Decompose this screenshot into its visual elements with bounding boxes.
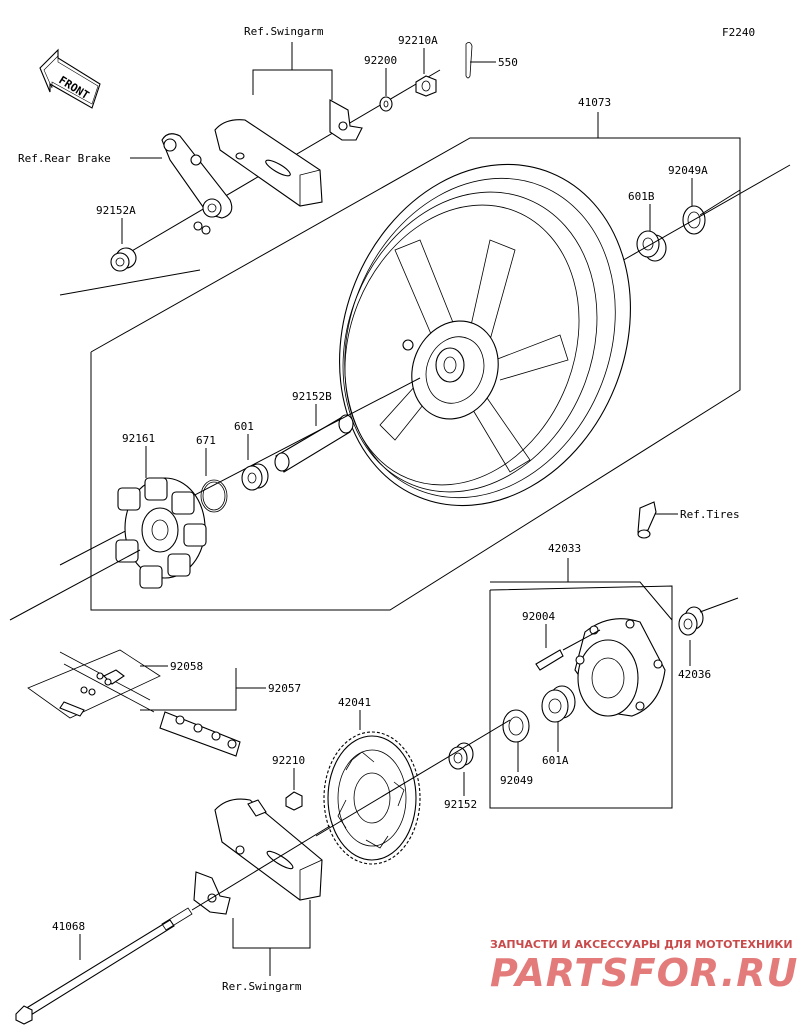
label-42033: 42033 — [548, 542, 581, 555]
chain-adjuster — [329, 99, 363, 141]
label-92152a: 92152A — [96, 204, 136, 217]
label-42041: 42041 — [338, 696, 371, 709]
swingarm-upper — [214, 119, 323, 207]
label-92210: 92210 — [272, 754, 305, 767]
brake-caliper-bracket — [161, 133, 233, 235]
label-92049: 92049 — [500, 774, 533, 787]
label-601a: 601A — [542, 754, 569, 767]
oil-seal-92049 — [502, 709, 530, 743]
ref-rear-brake-label: Ref.Rear Brake — [18, 152, 111, 165]
collar-92152b — [274, 414, 354, 473]
label-41068: 41068 — [52, 920, 85, 933]
label-92049a: 92049A — [668, 164, 708, 177]
collar-92152 — [448, 742, 474, 770]
label-92152: 92152 — [444, 798, 477, 811]
label-92210a: 92210A — [398, 34, 438, 47]
ref-swingarm-label: Ref.Swingarm — [244, 25, 324, 38]
stud-92004 — [535, 649, 564, 671]
nut-92210a — [415, 75, 437, 97]
label-671: 671 — [196, 434, 216, 447]
rear-axle-41068 — [15, 907, 193, 1025]
rear-sprocket-42041 — [323, 731, 421, 865]
collar-42036 — [678, 606, 704, 636]
label-601: 601 — [234, 420, 254, 433]
collar-92152a — [110, 247, 137, 272]
swingarm-lower — [214, 798, 323, 901]
figure-code: F2240 — [722, 26, 755, 39]
bearing-601a — [541, 685, 576, 723]
label-41073: 41073 — [578, 96, 611, 109]
cotter-pin-550 — [465, 42, 473, 79]
chain-adjuster-lower — [193, 871, 231, 915]
wheel-group-frame — [90, 137, 741, 611]
bearing-601b — [636, 230, 667, 262]
sprocket-coupling-42033 — [574, 618, 666, 717]
label-550: 550 — [498, 56, 518, 69]
washer-92200 — [379, 96, 393, 112]
label-92200: 92200 — [364, 54, 397, 67]
rear-wheel-41073 — [339, 163, 631, 507]
damper-92161 — [115, 477, 207, 589]
watermark-brand: PARTSFOR.RU — [490, 951, 798, 995]
ref-tires-label: Ref.Tires — [680, 508, 740, 521]
label-92058: 92058 — [170, 660, 203, 673]
label-601b: 601B — [628, 190, 655, 203]
drive-chain-92057 — [27, 649, 241, 757]
label-92152b: 92152B — [292, 390, 332, 403]
tire-valve — [637, 501, 657, 539]
label-92057: 92057 — [268, 682, 301, 695]
front-arrow-icon: FRONT — [39, 48, 101, 109]
rer-swingarm-label: Rer.Swingarm — [222, 980, 302, 993]
bearing-601 — [241, 463, 269, 491]
label-92161: 92161 — [122, 432, 155, 445]
nut-92210 — [285, 791, 303, 811]
o-ring-671 — [200, 479, 228, 513]
watermark-caption: ЗАПЧАСТИ И АКСЕССУАРЫ ДЛЯ МОТОТЕХНИКИ — [490, 938, 793, 951]
label-92004: 92004 — [522, 610, 555, 623]
label-42036: 42036 — [678, 668, 711, 681]
